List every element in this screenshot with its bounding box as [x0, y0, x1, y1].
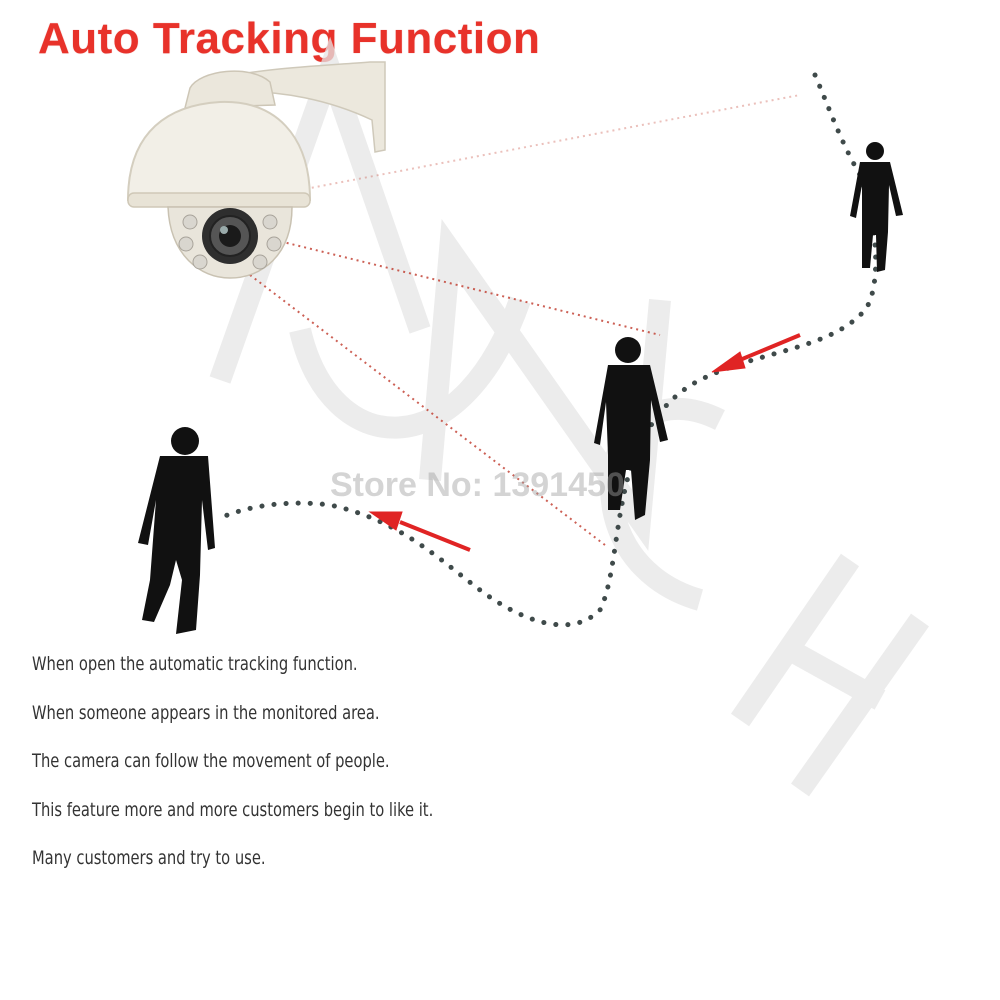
page-title: Auto Tracking Function	[38, 14, 541, 63]
description-line: When open the automatic tracking functio…	[32, 653, 358, 675]
ptz-camera-icon	[126, 61, 386, 279]
description: When open the automatic tracking functio…	[32, 640, 672, 883]
description-line: This feature more and more customers beg…	[32, 798, 434, 821]
store-watermark: Store No: 1391450	[330, 466, 625, 504]
person-silhouette-icon	[138, 142, 903, 634]
description-line: The camera can follow the movement of pe…	[32, 750, 390, 772]
red-arrow-icon	[368, 333, 801, 552]
description-line: Many customers and try to use.	[32, 847, 266, 869]
description-line: When someone appears in the monitored ar…	[32, 701, 380, 724]
movement-path	[217, 72, 879, 628]
tracking-lines	[249, 94, 801, 546]
